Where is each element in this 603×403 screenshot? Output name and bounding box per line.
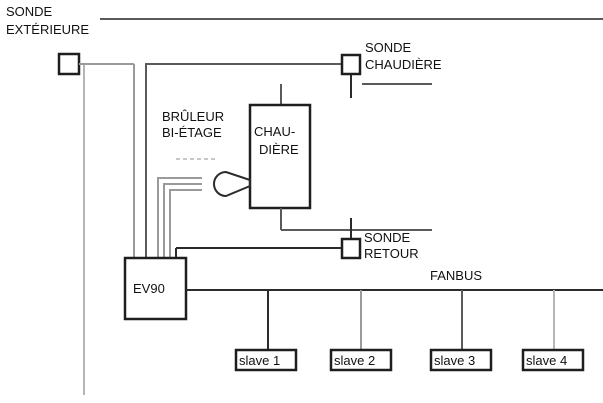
return-sensor-box: [340, 237, 362, 260]
slave-label-2: slave 2: [334, 353, 375, 368]
outdoor-sensor-label-1: SONDE: [6, 4, 53, 19]
return-sensor-label-1: SONDE: [364, 230, 411, 245]
ev90-controller-box: [123, 256, 188, 321]
burner-shape: [213, 170, 251, 198]
outdoor-sensor-box: [57, 52, 81, 76]
slave-box-2: [329, 348, 393, 372]
boiler-sensor-label-1: SONDE: [365, 40, 412, 55]
outdoor-sensor-label-2: EXTÉRIEURE: [6, 22, 89, 37]
boiler-sensor-wire: [145, 63, 342, 258]
return-sensor-label-2: RETOUR: [364, 246, 419, 261]
slave-label-4: slave 4: [526, 353, 567, 368]
boiler-label-1: CHAU-: [254, 124, 295, 139]
boiler-sensor-box: [340, 53, 362, 76]
burner-wire-3: [169, 189, 202, 258]
fanbus-label: FANBUS: [430, 268, 482, 283]
slave-box-3: [429, 348, 493, 372]
slave-label-3: slave 3: [434, 353, 475, 368]
boiler-sensor-label-2: CHAUDIÈRE: [365, 57, 442, 72]
ev90-label: EV90: [133, 281, 165, 296]
slave-box-4: [521, 348, 585, 372]
slave-box-1: [234, 348, 298, 372]
slave-label-1: slave 1: [239, 353, 280, 368]
burner-label-1: BRÛLEUR: [162, 109, 224, 124]
boiler-label-2: DIÈRE: [259, 142, 299, 157]
burner-wire-1: [157, 177, 202, 258]
burner-label-2: BI-ÉTAGE: [162, 125, 222, 140]
burner-wire-2: [163, 183, 202, 258]
